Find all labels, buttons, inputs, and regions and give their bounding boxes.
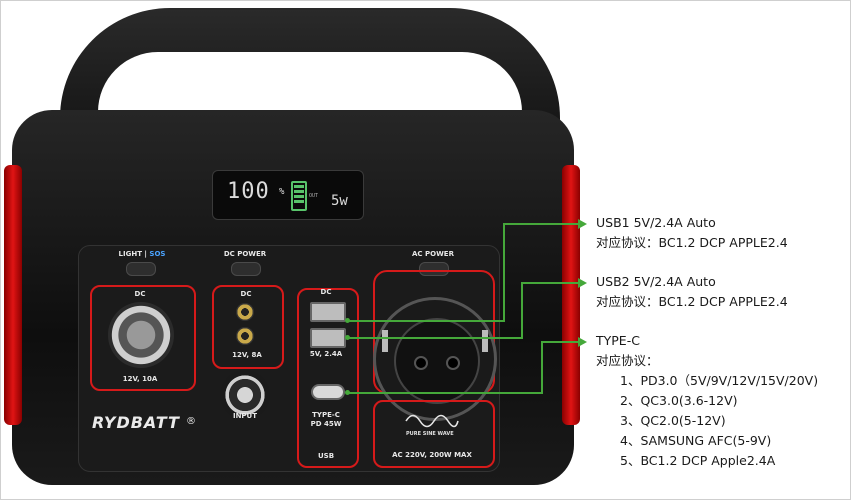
usb2-title: USB2 5V/2.4A Auto [596,274,716,289]
dc-barrel-port-2-icon[interactable] [236,327,254,345]
ac-outlet[interactable] [373,297,497,421]
ac-power-label: AC POWER [412,250,454,258]
output-watt: 5w [331,193,348,209]
typec-protocol-item: 4、SAMSUNG AFC(5-9V) [620,433,772,448]
usb1-port[interactable] [310,302,346,322]
usb1-arrow-icon [578,219,587,229]
usb1-protocol: 对应协议：BC1.2 DCP APPLE2.4 [596,235,788,250]
ac-info-box [373,400,495,468]
usb-port-box [297,288,359,468]
dc-5521-box [212,285,284,369]
battery-percent: 100 [227,179,270,204]
brand-logo: RYDBATT [92,413,180,432]
typec-protocol-item: 2、QC3.0(3.6-12V) [620,393,738,408]
typec-protocol-item: 3、QC2.0(5-12V) [620,413,726,428]
car-socket-icon[interactable] [108,302,174,368]
left-red-bumper [4,165,22,425]
usb2-port[interactable] [310,328,346,348]
light-sos-label: LIGHT | SOS [118,250,166,258]
type-c-port[interactable] [311,384,345,400]
typec-protocol-item: 5、BC1.2 DCP Apple2.4A [620,453,776,468]
input-label: INPUT [232,412,258,420]
typec-protocol-item: 1、PD3.0（5V/9V/12V/15V/20V) [620,373,819,388]
type-c-arrow-icon [578,337,587,347]
typec-title: TYPE-C [596,333,640,348]
usb2-protocol: 对应协议：BC1.2 DCP APPLE2.4 [596,294,788,309]
input-port-icon[interactable] [220,370,270,420]
typec-protocol-label: 对应协议： [596,353,659,368]
usb1-title: USB1 5V/2.4A Auto [596,215,716,230]
sine-wave-icon [405,414,459,428]
dc-power-button[interactable] [231,262,261,276]
lcd-display: 100 % OUT 5w [212,170,364,220]
dc-barrel-port-1-icon[interactable] [236,303,254,321]
light-sos-button[interactable] [126,262,156,276]
dc-power-label: DC POWER [223,250,267,258]
right-red-bumper [562,165,580,425]
battery-level-icon [291,181,307,211]
usb2-arrow-icon [578,278,587,288]
dc-car-port-box [90,285,196,391]
ac-power-button[interactable] [419,262,449,276]
